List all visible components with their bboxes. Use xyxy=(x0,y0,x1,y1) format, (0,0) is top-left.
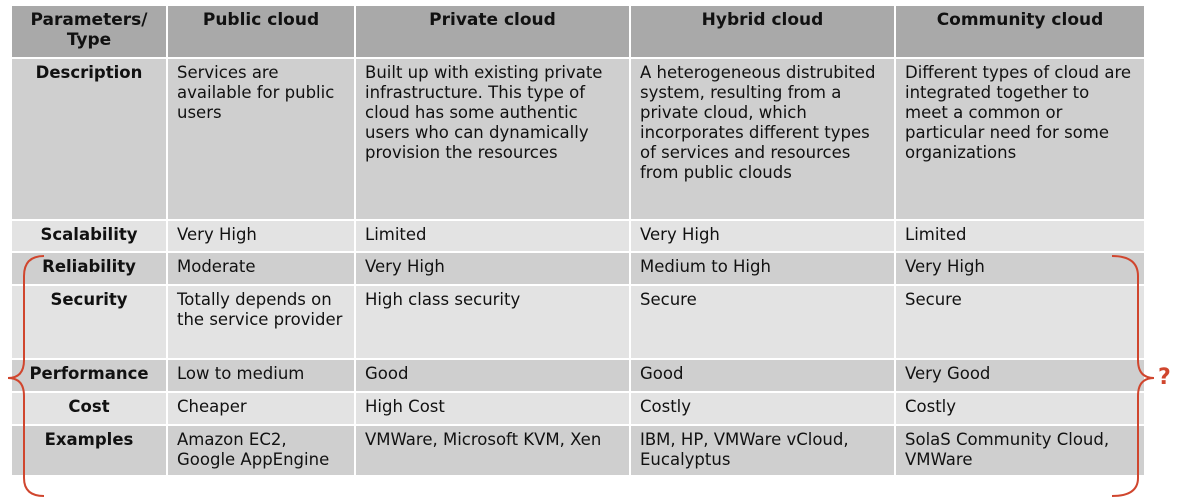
cell-cost-hybrid: Costly xyxy=(631,393,894,424)
cell-cost-community: Costly xyxy=(896,393,1144,424)
cell-description-public: Services are available for public users xyxy=(168,59,354,219)
cell-examples-private: VMWare, Microsoft KVM, Xen xyxy=(356,426,629,475)
cloud-comparison-table: Parameters/ Type Public cloud Private cl… xyxy=(12,6,1144,475)
row-label-performance: Performance xyxy=(12,360,166,391)
row-label-cost: Cost xyxy=(12,393,166,424)
cell-reliability-hybrid: Medium to High xyxy=(631,253,894,284)
cell-security-public: Totally depends on the service provider xyxy=(168,286,354,358)
cell-examples-hybrid: IBM, HP, VMWare vCloud, Eucalyptus xyxy=(631,426,894,475)
row-label-description: Description xyxy=(12,59,166,219)
row-label-security: Security xyxy=(12,286,166,358)
row-label-reliability: Reliability xyxy=(12,253,166,284)
cell-reliability-private: Very High xyxy=(356,253,629,284)
cell-description-hybrid: A heterogeneous distrubited system, resu… xyxy=(631,59,894,219)
header-hybrid-cloud: Hybrid cloud xyxy=(631,6,894,57)
right-brace xyxy=(1111,255,1155,497)
cell-scalability-community: Limited xyxy=(896,221,1144,251)
cell-security-private: High class security xyxy=(356,286,629,358)
cell-security-hybrid: Secure xyxy=(631,286,894,358)
cell-description-community: Different types of cloud are integrated … xyxy=(896,59,1144,219)
cell-security-community: Secure xyxy=(896,286,1144,358)
left-brace xyxy=(7,255,45,497)
question-mark: ? xyxy=(1158,365,1171,390)
cell-scalability-public: Very High xyxy=(168,221,354,251)
cell-performance-private: Good xyxy=(356,360,629,391)
cell-reliability-community: Very High xyxy=(896,253,1144,284)
row-label-examples: Examples xyxy=(12,426,166,475)
cell-performance-public: Low to medium xyxy=(168,360,354,391)
header-community-cloud: Community cloud xyxy=(896,6,1144,57)
cell-cost-public: Cheaper xyxy=(168,393,354,424)
header-parameters-type: Parameters/ Type xyxy=(12,6,166,57)
header-public-cloud: Public cloud xyxy=(168,6,354,57)
cell-performance-hybrid: Good xyxy=(631,360,894,391)
cell-scalability-hybrid: Very High xyxy=(631,221,894,251)
header-private-cloud: Private cloud xyxy=(356,6,629,57)
cell-scalability-private: Limited xyxy=(356,221,629,251)
cell-reliability-public: Moderate xyxy=(168,253,354,284)
cell-performance-community: Very Good xyxy=(896,360,1144,391)
cell-examples-community: SolaS Community Cloud, VMWare xyxy=(896,426,1144,475)
cell-cost-private: High Cost xyxy=(356,393,629,424)
cell-description-private: Built up with existing private infrastru… xyxy=(356,59,629,219)
row-label-scalability: Scalability xyxy=(12,221,166,251)
cell-examples-public: Amazon EC2, Google AppEngine xyxy=(168,426,354,475)
